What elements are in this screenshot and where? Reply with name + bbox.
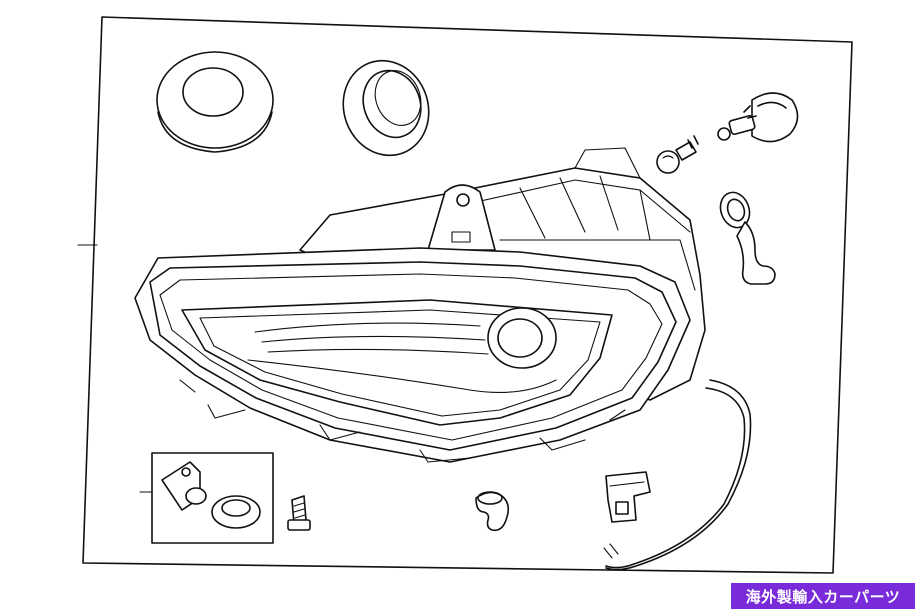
- wiring-harness: [603, 379, 752, 571]
- bulb-socket-connector: [719, 191, 776, 285]
- watermark-badge: 海外製輸入カーパーツ: [731, 583, 915, 609]
- xenon-bulb: [717, 92, 799, 143]
- dust-cap: [342, 59, 430, 157]
- headlamp-assembly: [134, 147, 706, 463]
- diagram-frame: [82, 16, 853, 574]
- mount-bracket-kit: [151, 452, 274, 544]
- screw: [287, 495, 311, 531]
- elbow-fitting: [475, 491, 510, 532]
- retaining-clip: [605, 471, 651, 523]
- marker-bulb: [656, 135, 699, 174]
- gasket-ring: [156, 51, 274, 153]
